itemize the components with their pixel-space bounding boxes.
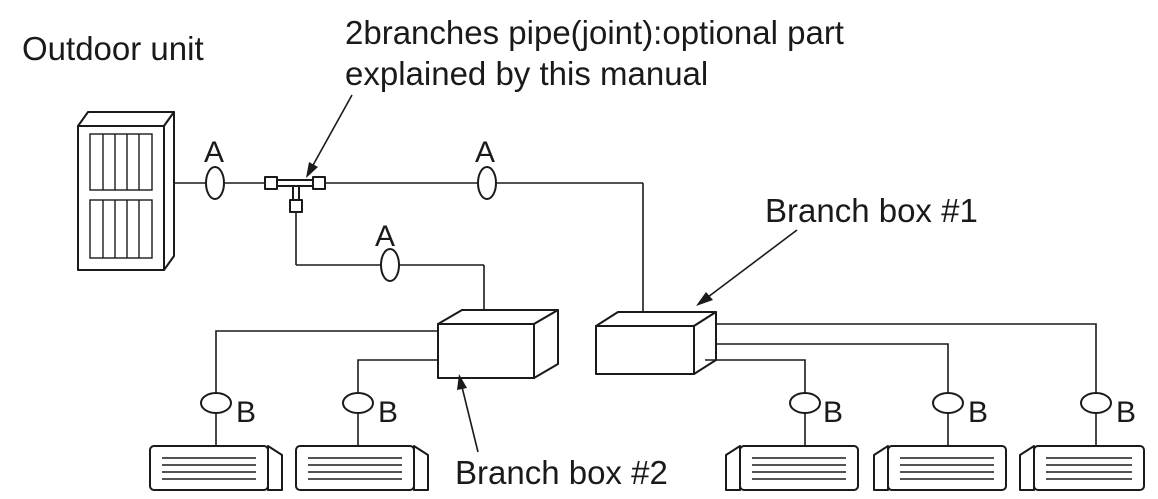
branch-box-2-label: Branch box #2 (455, 454, 668, 491)
indoor-unit-icon (1019, 445, 1145, 491)
indoor-unit-icon (873, 445, 1007, 491)
joint-label-line1: 2branches pipe(joint):optional part (345, 14, 844, 51)
joint-label-line2: explained by this manual (345, 55, 708, 92)
refrigerant-piping (174, 182, 644, 312)
arrow-head-icon (306, 162, 318, 178)
outdoor-unit-icon (77, 111, 175, 271)
indoor-piping (215, 323, 1097, 446)
outdoor-unit-label: Outdoor unit (22, 30, 204, 67)
branch-box-2-icon (437, 309, 559, 379)
pipe-b-label: B (1116, 396, 1136, 429)
pipe-a-label: A (375, 220, 395, 253)
indoor-unit-icon (149, 445, 283, 491)
pipe-b-label: B (823, 396, 843, 429)
indoor-unit-icon (725, 445, 859, 491)
pipe-a-label: A (475, 136, 495, 169)
indoor-unit-icon (295, 445, 429, 491)
branch-box-1-label: Branch box #1 (765, 192, 978, 229)
arrow-head-icon (696, 292, 713, 306)
pipe-a-label: A (204, 136, 224, 169)
pipe-b-label: B (968, 396, 988, 429)
arrow-head-icon (457, 374, 467, 390)
branch-box-1-icon (595, 311, 717, 375)
joint-icon (264, 176, 326, 213)
pipe-b-label: B (236, 396, 256, 429)
pipe-b-label: B (378, 396, 398, 429)
leader-arrows (306, 94, 798, 453)
